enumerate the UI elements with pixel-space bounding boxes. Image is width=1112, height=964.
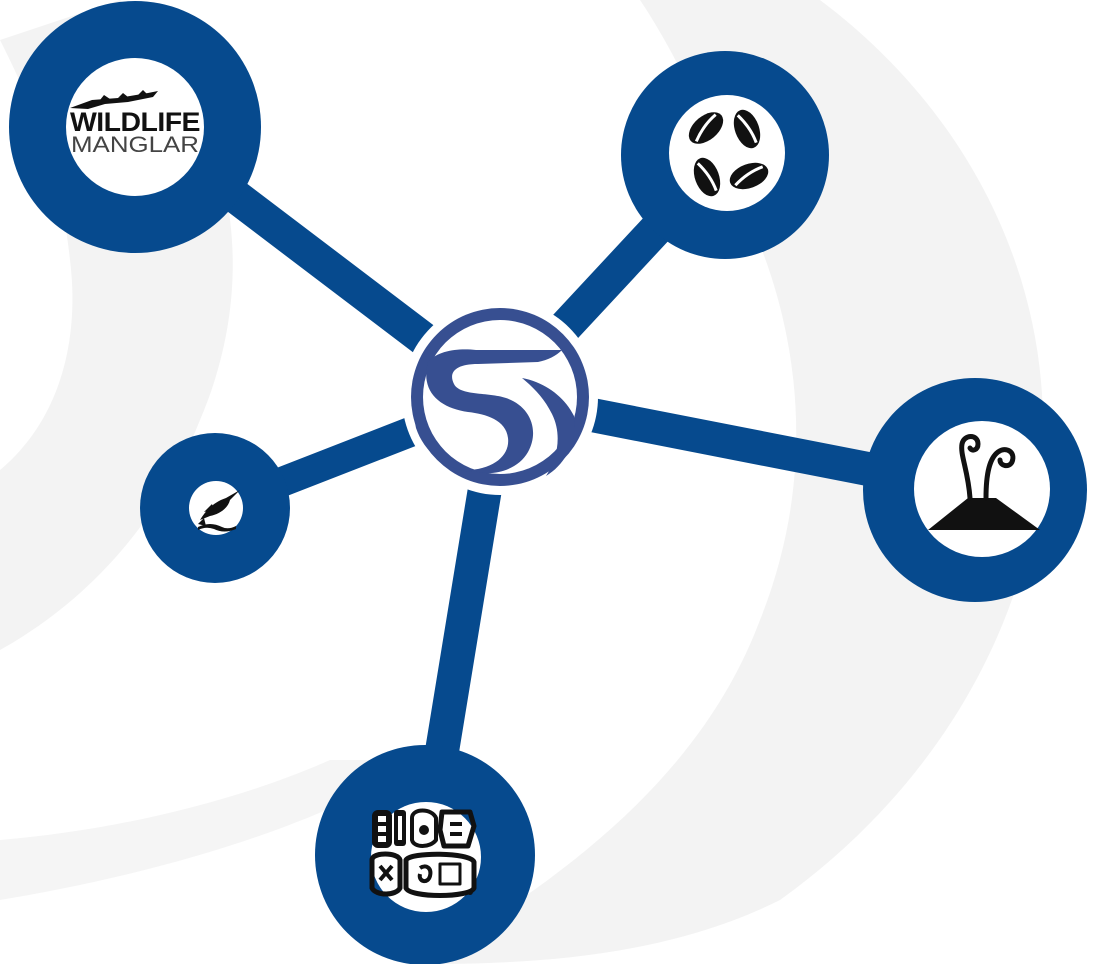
node-coffee-center <box>669 95 785 211</box>
crocodile-icon <box>70 90 158 109</box>
node-volcano[interactable] <box>863 378 1087 602</box>
hub-node[interactable] <box>402 299 598 495</box>
volcano-icon <box>928 434 1040 530</box>
node-volcano-center <box>914 421 1050 557</box>
node-fishing[interactable] <box>140 433 290 583</box>
watermark-swoosh-bottom <box>0 760 420 900</box>
mayan-glyph-icon <box>369 808 477 898</box>
watermark-swoosh-right <box>420 0 1044 964</box>
swirl-logo-icon <box>415 349 575 476</box>
wildlife-logo-line2: MANGLAR <box>71 132 199 157</box>
marlin-icon <box>198 490 240 532</box>
coffee-beans-icon <box>688 109 769 197</box>
node-coffee[interactable] <box>621 51 829 259</box>
node-wildlife[interactable]: WILDLIFE MANGLAR <box>9 1 261 253</box>
wildlife-logo-line1: WILDLIFE <box>70 107 200 137</box>
node-wildlife-center <box>66 58 204 196</box>
node-mayan[interactable] <box>315 745 535 964</box>
